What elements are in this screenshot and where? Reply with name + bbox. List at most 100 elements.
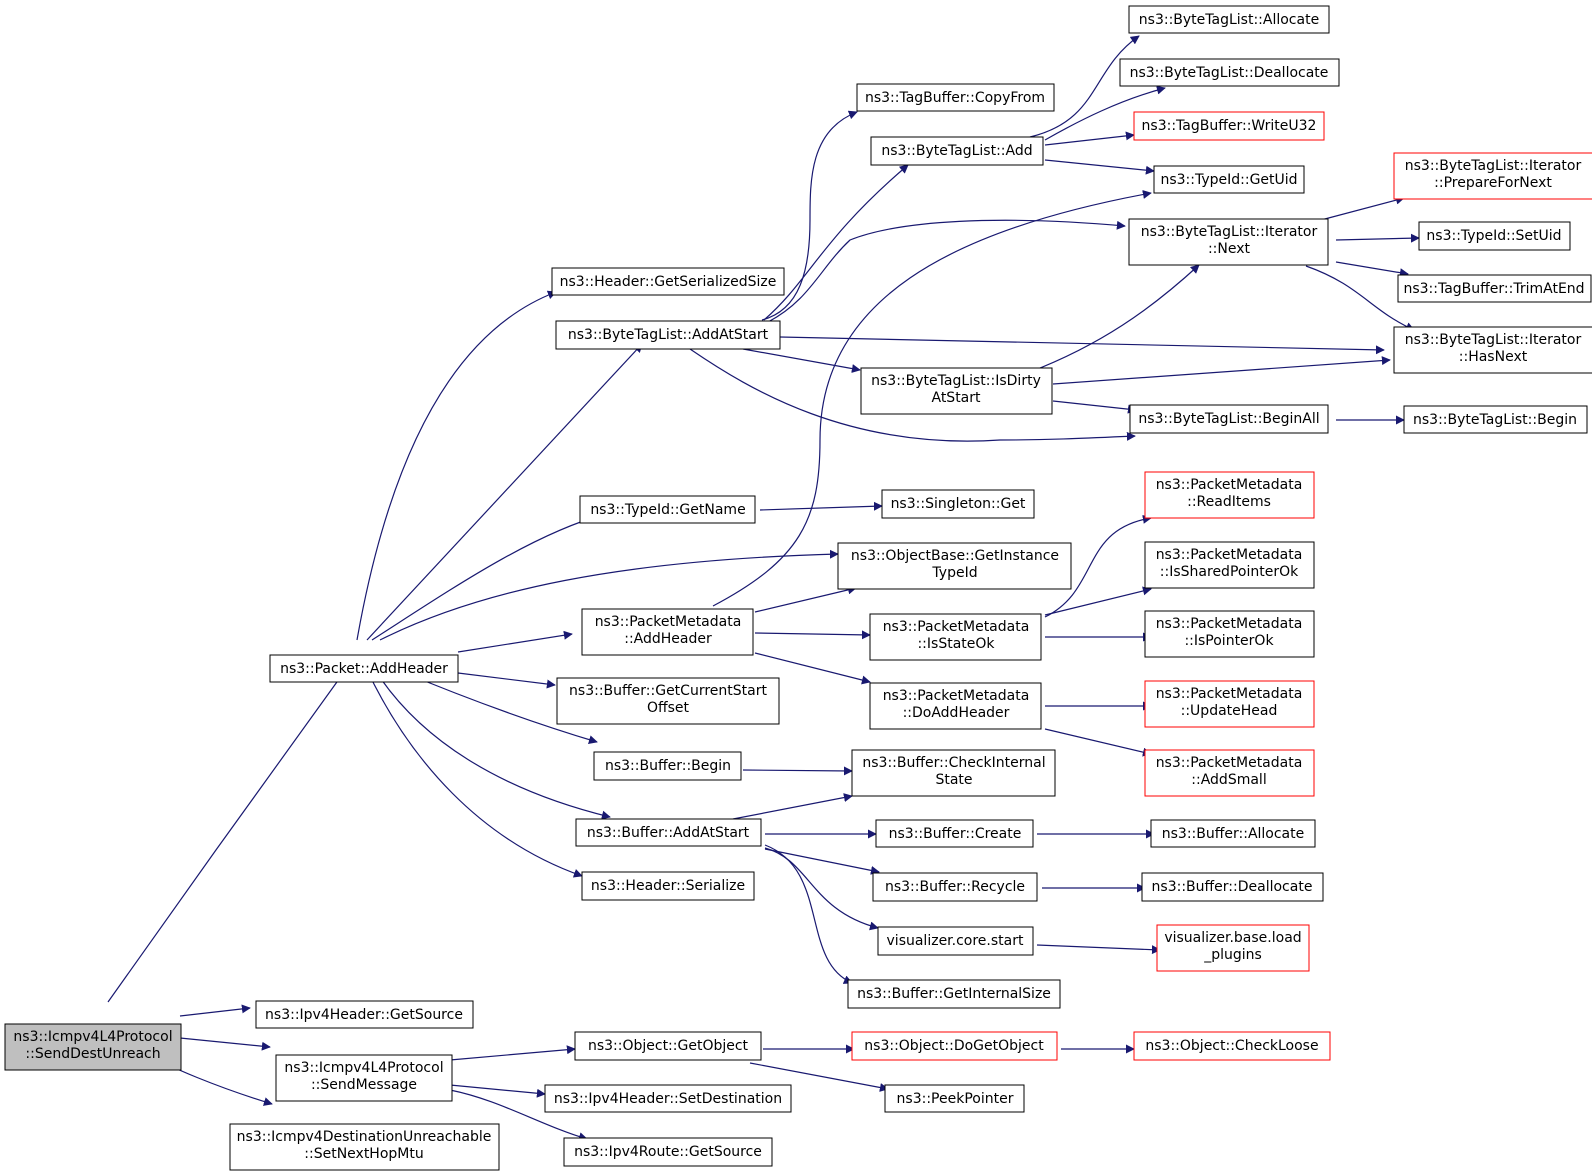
node-label: ns3::ByteTagList::Deallocate <box>1130 65 1329 81</box>
node-bytetaglist-isdirtyatstart[interactable]: ns3::ByteTagList::IsDirty AtStart <box>860 367 1053 415</box>
node-label: ns3::PacketMetadata <box>595 614 742 630</box>
edge <box>1052 356 1391 385</box>
edge <box>1044 586 1152 616</box>
node-singleton-get[interactable]: ns3::Singleton::Get <box>881 489 1035 519</box>
node-label: ns3::ByteTagList::BeginAll <box>1138 411 1319 427</box>
node-packetmetadata-readitems[interactable]: ns3::PacketMetadata ::ReadItems <box>1144 471 1315 519</box>
node-bytetaglist-allocate[interactable]: ns3::ByteTagList::Allocate <box>1128 5 1330 34</box>
node-bytetaglist-addatstart[interactable]: ns3::ByteTagList::AddAtStart <box>555 320 781 350</box>
node-ipv4route-getsource[interactable]: ns3::Ipv4Route::GetSource <box>563 1137 773 1167</box>
edge <box>449 1089 588 1141</box>
node-packetmetadata-doaddheader[interactable]: ns3::PacketMetadata ::DoAddHeader <box>869 682 1042 730</box>
node-label: ns3::PacketMetadata <box>1156 477 1303 493</box>
node-header-serialize[interactable]: ns3::Header::Serialize <box>581 871 755 901</box>
node-buffer-addatstart[interactable]: ns3::Buffer::AddAtStart <box>575 818 762 847</box>
node-ipv4header-setdestination[interactable]: ns3::Ipv4Header::SetDestination <box>544 1084 792 1113</box>
node-typeid-getuid[interactable]: ns3::TypeId::GetUid <box>1153 165 1305 194</box>
node-setnexthopmtu[interactable]: ns3::Icmpv4DestinationUnreachable ::SetN… <box>229 1123 500 1171</box>
node-label: ns3::ByteTagList::Allocate <box>1139 12 1319 28</box>
node-typeid-getname[interactable]: ns3::TypeId::GetName <box>579 495 756 524</box>
node-buffer-deallocate[interactable]: ns3::Buffer::Deallocate <box>1141 872 1324 902</box>
edge <box>764 844 853 984</box>
edge <box>761 110 858 321</box>
node-packetmetadata-updatehead[interactable]: ns3::PacketMetadata ::UpdateHead <box>1144 680 1315 728</box>
node-label: ns3::PacketMetadata <box>883 688 1030 704</box>
node-bytetaglist-begin[interactable]: ns3::ByteTagList::Begin <box>1403 405 1588 434</box>
edge <box>1044 85 1166 141</box>
node-label: ::SendDestUnreach <box>25 1046 160 1062</box>
node-label: ns3::ByteTagList::IsDirty <box>871 373 1041 389</box>
node-visualizer-core-start[interactable]: visualizer.core.start <box>877 926 1034 956</box>
node-packetmetadata-addsmall[interactable]: ns3::PacketMetadata ::AddSmall <box>1144 749 1315 797</box>
node-buffer-begin[interactable]: ns3::Buffer::Begin <box>593 751 742 781</box>
node-peekpointer[interactable]: ns3::PeekPointer <box>884 1084 1025 1113</box>
edge <box>449 1084 546 1098</box>
node-label: ns3::Ipv4Header::SetDestination <box>554 1091 782 1107</box>
node-buffer-allocate[interactable]: ns3::Buffer::Allocate <box>1150 819 1316 848</box>
edge <box>179 1004 251 1017</box>
node-label: ::SendMessage <box>311 1077 417 1093</box>
node-packetmetadata-ispointerok[interactable]: ns3::PacketMetadata ::IsPointerOk <box>1144 610 1315 658</box>
node-packet-addheader[interactable]: ns3::Packet::AddHeader <box>269 654 459 683</box>
node-object-checkloose[interactable]: ns3::Object::CheckLoose <box>1133 1031 1331 1061</box>
node-label: visualizer.base.load <box>1164 930 1301 946</box>
node-bytetaglist-deallocate[interactable]: ns3::ByteTagList::Deallocate <box>1119 58 1340 87</box>
node-object-getobject[interactable]: ns3::Object::GetObject <box>574 1031 762 1061</box>
node-object-dogetobject[interactable]: ns3::Object::DoGetObject <box>851 1031 1058 1061</box>
node-label: ns3::Packet::AddHeader <box>280 661 448 677</box>
node-tagbuffer-writeu32[interactable]: ns3::TagBuffer::WriteU32 <box>1133 111 1325 141</box>
node-iterator-next[interactable]: ns3::ByteTagList::Iterator ::Next <box>1128 218 1329 266</box>
node-label: ns3::Buffer::GetCurrentStart <box>569 683 767 699</box>
edge <box>449 1045 576 1061</box>
node-ipv4header-getsource[interactable]: ns3::Ipv4Header::GetSource <box>255 1000 474 1029</box>
node-packetmetadata-isstateok[interactable]: ns3::PacketMetadata ::IsStateOk <box>869 613 1042 661</box>
node-sendmessage[interactable]: ns3::Icmpv4L4Protocol ::SendMessage <box>275 1054 453 1102</box>
node-objectbase-getinstancetypeid[interactable]: ns3::ObjectBase::GetInstance TypeId <box>837 542 1072 590</box>
node-bytetaglist-add[interactable]: ns3::ByteTagList::Add <box>870 136 1044 166</box>
edge <box>1335 261 1409 278</box>
edge <box>1044 159 1155 175</box>
node-buffer-checkinternalstate[interactable]: ns3::Buffer::CheckInternal State <box>851 749 1056 797</box>
node-label: ::IsPointerOk <box>1184 633 1274 649</box>
node-visualizer-base-loadplugins[interactable]: visualizer.base.load _plugins <box>1156 924 1310 972</box>
node-buffer-create[interactable]: ns3::Buffer::Create <box>875 819 1034 848</box>
node-buffer-recycle[interactable]: ns3::Buffer::Recycle <box>872 872 1038 902</box>
node-root[interactable]: ns3::Icmpv4L4Protocol ::SendDestUnreach <box>4 1023 182 1071</box>
node-buffer-getinternalsize[interactable]: ns3::Buffer::GetInternalSize <box>847 979 1061 1009</box>
node-label: ns3::Icmpv4L4Protocol <box>13 1029 172 1045</box>
edge <box>356 290 557 641</box>
edge <box>374 669 611 820</box>
node-iterator-hasnext[interactable]: ns3::ByteTagList::Iterator ::HasNext <box>1393 326 1592 374</box>
node-label: ::IsStateOk <box>917 636 995 652</box>
node-label: ns3::Icmpv4DestinationUnreachable <box>237 1129 492 1145</box>
node-label: ns3::TypeId::GetUid <box>1160 172 1297 188</box>
node-label: ns3::ByteTagList::Begin <box>1413 412 1577 428</box>
edge <box>1044 131 1135 146</box>
edge <box>767 219 1126 323</box>
edge <box>1044 728 1152 757</box>
node-label: ns3::Buffer::GetInternalSize <box>857 986 1051 1002</box>
edge <box>1052 400 1137 414</box>
node-label: ns3::Buffer::CheckInternal <box>862 755 1045 771</box>
node-label: ns3::PacketMetadata <box>1156 616 1303 632</box>
node-label: ns3::Icmpv4L4Protocol <box>284 1060 443 1076</box>
node-label: ::ReadItems <box>1187 494 1271 510</box>
node-typeid-setuid[interactable]: ns3::TypeId::SetUid <box>1418 221 1571 251</box>
node-packetmetadata-addheader[interactable]: ns3::PacketMetadata ::AddHeader <box>581 608 754 656</box>
edge <box>764 848 880 875</box>
node-label: ns3::Ipv4Header::GetSource <box>265 1007 463 1023</box>
node-buffer-getcurrentstartoffset[interactable]: ns3::Buffer::GetCurrentStart Offset <box>556 677 780 725</box>
node-iterator-preparefornext[interactable]: ns3::ByteTagList::Iterator ::PrepareForN… <box>1393 152 1592 200</box>
node-label: ::AddHeader <box>624 631 712 647</box>
node-label: ns3::Ipv4Route::GetSource <box>574 1144 762 1160</box>
node-header-getserializedsize[interactable]: ns3::Header::GetSerializedSize <box>551 267 785 296</box>
edge <box>179 1037 271 1051</box>
node-tagbuffer-trimatend[interactable]: ns3::TagBuffer::TrimAtEnd <box>1397 274 1592 303</box>
node-label: ::IsSharedPointerOk <box>1160 564 1299 580</box>
edge <box>457 630 573 653</box>
node-packetmetadata-issharedpointerok[interactable]: ns3::PacketMetadata ::IsSharedPointerOk <box>1144 541 1315 589</box>
node-tagbuffer-copyfrom[interactable]: ns3::TagBuffer::CopyFrom <box>856 83 1055 112</box>
node-bytetaglist-beginall[interactable]: ns3::ByteTagList::BeginAll <box>1129 404 1329 434</box>
node-label: ns3::TypeId::SetUid <box>1426 228 1561 244</box>
